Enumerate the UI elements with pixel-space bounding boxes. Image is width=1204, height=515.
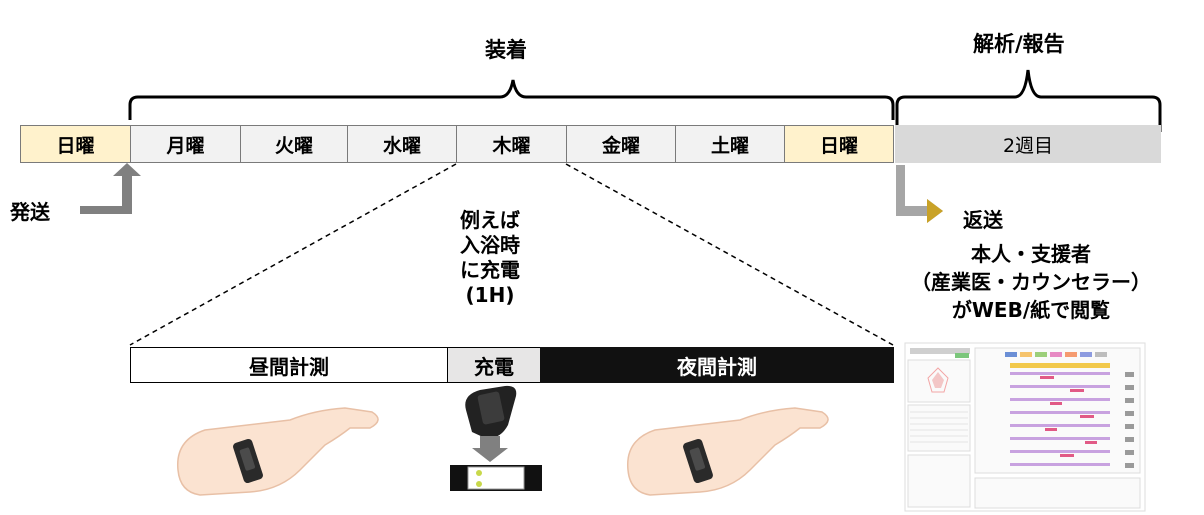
down-arrow-icon (472, 436, 508, 462)
charging-note-line4: (1H) (465, 283, 515, 307)
viewer-note-line1: 本人・支援者 (971, 242, 1091, 266)
day-cell-sunday: 日曜 (20, 125, 131, 163)
return-label: 返送 (963, 208, 1003, 232)
send-label: 発送 (10, 200, 50, 224)
viewer-note-line3: がWEB/紙で閲覧 (951, 298, 1111, 322)
day-cell-tuesday: 火曜 (240, 125, 348, 163)
nighttime-measurement-segment: 夜間計測 (540, 347, 894, 383)
charging-note-line2: 入浴時 (460, 233, 520, 257)
wearing-brace (128, 79, 895, 120)
wearing-label: 装着 (485, 38, 527, 62)
zoom-line-left (129, 163, 457, 346)
day-cell-monday: 月曜 (130, 125, 241, 163)
week2-cell: 2週目 (895, 125, 1161, 163)
viewer-note-line2: （産業医・カウンセラー） (911, 270, 1151, 294)
charging-note-line1: 例えば (460, 208, 520, 232)
daytime-measurement-segment: 昼間計測 (130, 347, 448, 383)
day-cell-wednesday: 水曜 (347, 125, 457, 163)
send-arrow (80, 163, 141, 214)
charging-segment: 充電 (448, 347, 540, 383)
day-cell-saturday: 土曜 (675, 125, 785, 163)
viewer-note: 本人・支援者 （産業医・カウンセラー） がWEB/紙で閲覧 (896, 240, 1166, 324)
analysis-label: 解析/報告 (973, 32, 1065, 56)
day-cell-sunday-end: 日曜 (784, 125, 894, 163)
analysis-brace (895, 69, 1162, 132)
charging-note: 例えば 入浴時 に充電 (1H) (440, 208, 540, 308)
day-cell-thursday: 木曜 (456, 125, 567, 163)
day-cell-friday: 金曜 (566, 125, 676, 163)
return-arrow-tip (927, 199, 943, 223)
charging-note-line3: に充電 (460, 258, 520, 282)
